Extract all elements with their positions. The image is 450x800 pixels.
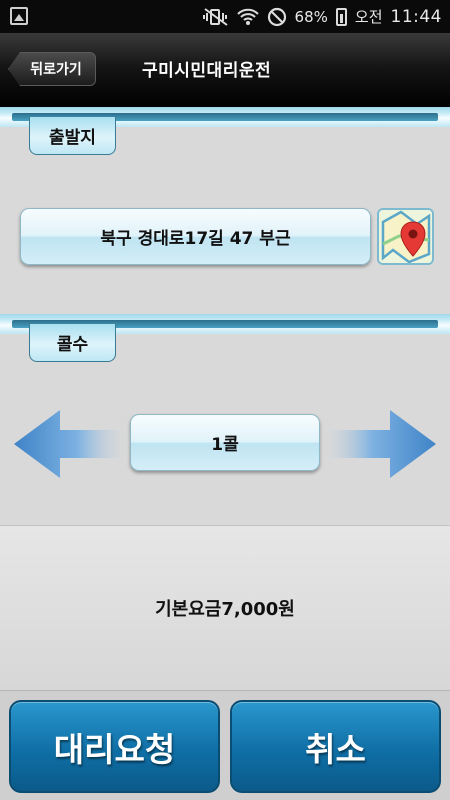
request-driver-button[interactable]: 대리요청 (9, 700, 220, 793)
gallery-icon (10, 7, 28, 25)
calls-count-display: 1콜 (130, 414, 320, 471)
vibrate-mute-icon (202, 7, 229, 27)
app-header: 뒤로가기 구미시민대리운전 (0, 33, 450, 107)
fare-panel: 기본요금7,000원 (0, 525, 450, 690)
calls-tab: 콜수 (29, 324, 116, 362)
decrease-arrow-icon[interactable] (14, 410, 130, 478)
map-icon[interactable] (377, 208, 434, 265)
page-title: 구미시민대리운전 (142, 61, 272, 81)
status-icons: 68% 오전 11:44 (202, 0, 442, 33)
increase-arrow-icon[interactable] (320, 410, 436, 478)
cancel-button[interactable]: 취소 (230, 700, 441, 793)
base-fare-text: 기본요금7,000원 (155, 599, 295, 620)
clock-time: 11:44 (390, 6, 442, 27)
departure-tab: 출발지 (29, 117, 116, 155)
back-button[interactable]: 뒤로가기 (8, 52, 96, 86)
ampm-text: 오전 (354, 8, 383, 26)
action-bar: 대리요청 취소 (0, 690, 450, 800)
calls-section: 콜수 1콜 (0, 324, 450, 525)
battery-percent: 68% (294, 7, 328, 26)
departure-section: 출발지 북구 경대로17길 47 부근 (0, 117, 450, 314)
block-icon (267, 7, 287, 27)
wifi-icon (236, 7, 259, 27)
status-bar: 68% 오전 11:44 (0, 0, 450, 33)
battery-icon (335, 7, 347, 26)
departure-address-button[interactable]: 북구 경대로17길 47 부근 (20, 208, 371, 265)
